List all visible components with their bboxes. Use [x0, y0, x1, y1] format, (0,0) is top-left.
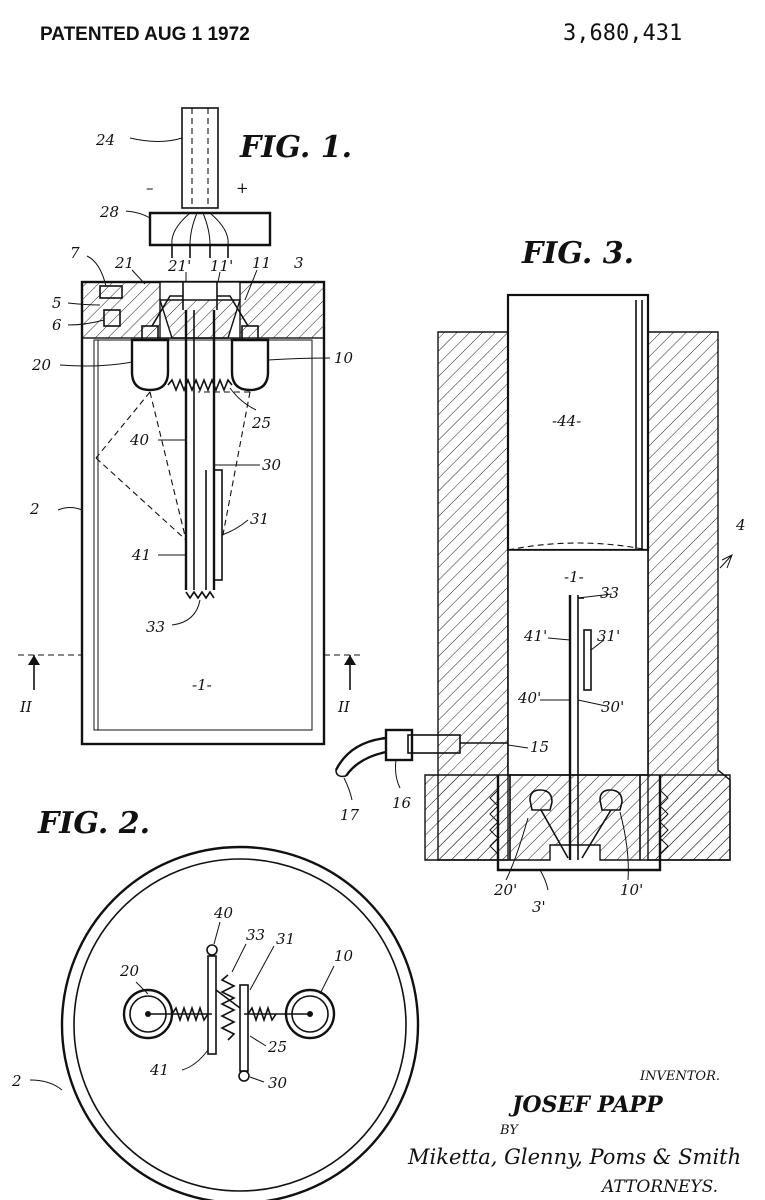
ref-2: 2: [29, 500, 40, 518]
ref-41: 41: [131, 546, 151, 564]
spring-25: [167, 377, 233, 393]
ref-16: 16: [392, 794, 412, 812]
ref-3-prime: 3': [532, 898, 546, 916]
ref-40-prime: 40': [517, 689, 541, 707]
patent-number: 3,680,431: [563, 21, 682, 46]
ref-30-prime: 30': [601, 698, 624, 716]
bulb-10: [230, 338, 270, 392]
ref-10-fig2: 10: [334, 947, 354, 965]
ref-7: 7: [70, 244, 80, 262]
inventor-label: INVENTOR.: [639, 1069, 720, 1084]
ref-31: 31: [250, 510, 269, 528]
ref-4: 4: [735, 516, 746, 534]
ref-10: 10: [334, 349, 354, 367]
section-ii-left: II: [19, 698, 33, 716]
ref-5: 5: [52, 294, 62, 312]
ref-10-prime: 10': [620, 881, 643, 899]
ref-31-prime: 31': [597, 627, 620, 645]
ref-30-fig2: 30: [268, 1074, 288, 1092]
ref-44: -44-: [552, 412, 581, 430]
ref-30: 30: [262, 456, 282, 474]
contact-31: [213, 469, 223, 581]
polarity-plus: +: [236, 179, 249, 197]
polarity-minus: –: [146, 179, 154, 197]
attorneys-signature: Miketta, Glenny, Poms & Smith: [407, 1145, 741, 1169]
by-label: BY: [499, 1123, 519, 1138]
cable-24: [181, 107, 219, 209]
ref-20: 20: [31, 356, 52, 374]
chamber-1: -1-: [192, 676, 212, 694]
ref-21: 21: [114, 254, 134, 272]
ref-40-fig2: 40: [213, 904, 234, 922]
ref-25-fig2: 25: [267, 1038, 287, 1056]
chamber-1-prime: -1-: [564, 568, 584, 586]
signature-block: INVENTOR. JOSEF PAPP BY Miketta, Glenny,…: [407, 1069, 741, 1197]
housing-2: [80, 280, 326, 746]
section-ii-right: II: [337, 698, 351, 716]
ref-31-fig2: 31: [276, 930, 295, 948]
ref-33-fig3: 33: [600, 584, 619, 602]
ref-20-prime: 20': [493, 881, 517, 899]
ref-15: 15: [530, 738, 549, 756]
plug-28: [148, 211, 272, 247]
ref-28: 28: [99, 203, 119, 221]
ref-11: 11: [252, 254, 271, 272]
fig1-title: FIG. 1.: [239, 130, 352, 165]
ref-33: 33: [146, 618, 165, 636]
ref-17: 17: [340, 806, 360, 824]
ref-20-fig2: 20: [119, 962, 140, 980]
ref-41-fig2: 41: [149, 1061, 169, 1079]
ref-41-prime: 41': [523, 627, 547, 645]
ref-24: 24: [95, 131, 115, 149]
ref-3: 3: [294, 254, 304, 272]
fig3-title: FIG. 3.: [521, 236, 634, 271]
figure-3: FIG. 3.: [334, 236, 746, 916]
ref-11-prime: 11': [210, 257, 233, 275]
ref-40: 40: [129, 431, 150, 449]
figure-2: FIG. 2. 20 40 33: [11, 806, 420, 1200]
figure-1: FIG. 1.: [18, 107, 362, 746]
ref-21-prime: 21': [167, 257, 191, 275]
patented-date: PATENTED AUG 1 1972: [40, 24, 250, 45]
ref-33-fig2: 33: [246, 926, 265, 944]
fig2-title: FIG. 2.: [37, 806, 150, 841]
ref-2-fig2: 2: [11, 1072, 22, 1090]
inventor-name: JOSEF PAPP: [508, 1092, 664, 1118]
attorneys-label: ATTORNEYS.: [600, 1177, 718, 1197]
bulb-20: [130, 338, 170, 392]
ref-6: 6: [52, 316, 62, 334]
ref-25: 25: [251, 414, 271, 432]
